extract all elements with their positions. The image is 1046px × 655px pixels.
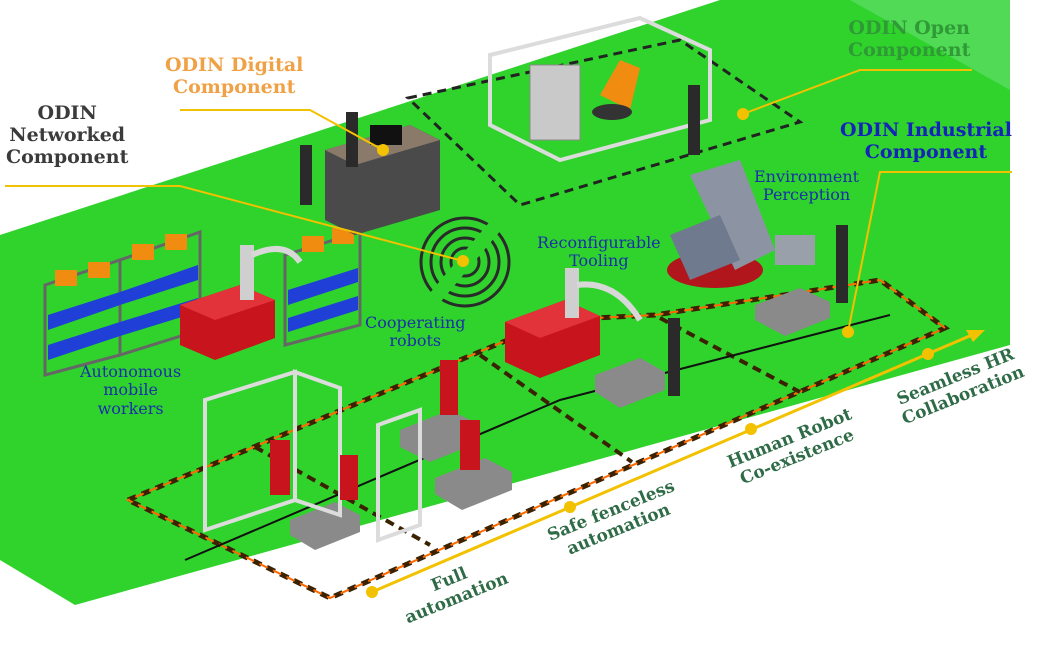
zone-divider-2 <box>478 353 634 464</box>
mobile-robot-left <box>180 245 303 360</box>
environment-line-2: Perception <box>762 185 851 205</box>
open-zone-border <box>404 38 804 207</box>
cooperating-line-2: robots <box>389 331 442 351</box>
leader-digital <box>180 109 384 151</box>
progression-arrowhead-icon <box>966 330 985 342</box>
leader-open <box>742 69 972 115</box>
networked-line-3: Component <box>6 145 129 168</box>
networked-line-2: Networked <box>9 123 126 146</box>
leader-lines <box>5 69 1012 333</box>
floor-haze <box>720 0 1010 90</box>
storage-racks <box>43 228 362 377</box>
progression-dot-fenceless <box>564 501 576 513</box>
mobile-robot-center <box>505 268 643 378</box>
cooperating-robots-label: Cooperating robots <box>365 313 466 351</box>
wireless-signal-icon <box>419 216 511 308</box>
cooperating-line-1: Cooperating <box>365 313 466 332</box>
progression-dot-full <box>366 586 378 598</box>
industrial-line-2: Component <box>864 140 988 163</box>
digital-component-label: ODIN Digital Component <box>165 54 304 99</box>
reconfigurable-tooling-label: Reconfigurable Tooling <box>537 233 661 271</box>
mobile-line-1: Autonomous <box>80 362 182 381</box>
environment-line-1: Environment <box>754 167 860 186</box>
open-cell-equipment <box>529 60 640 141</box>
leader-industrial <box>847 171 1012 333</box>
digital-line-1: ODIN Digital <box>165 54 304 76</box>
autonomous-mobile-workers-label: Autonomous mobile workers <box>80 362 182 418</box>
mobile-line-3: workers <box>97 398 164 418</box>
open-line-2: Component <box>848 38 971 61</box>
large-industrial-robot <box>667 160 815 288</box>
tooling-line-1: Reconfigurable <box>537 233 661 252</box>
tooling-line-2: Tooling <box>569 251 629 271</box>
factory-floor <box>0 0 1010 605</box>
progression-arrow-line <box>371 333 973 594</box>
networked-component-label: ODIN Networked Component <box>6 102 129 169</box>
mobile-line-2: mobile <box>103 380 158 400</box>
environment-perception-label: Environment Perception <box>754 167 860 205</box>
industrial-component-label: ODIN Industrial Component <box>840 119 1012 164</box>
zone-divider-3 <box>659 316 801 394</box>
industrial-robots <box>270 360 480 500</box>
progression-dot-seamless <box>922 348 934 360</box>
progression-dot-coexistence <box>745 423 757 435</box>
leader-networked <box>5 185 464 262</box>
robot-fence-cells <box>203 15 712 543</box>
open-component-label: ODIN Open Component <box>848 17 971 62</box>
networked-line-1: ODIN <box>37 102 97 124</box>
leader-dots <box>377 108 854 338</box>
digital-line-2: Component <box>173 75 296 98</box>
industrial-line-1: ODIN Industrial <box>840 119 1012 141</box>
open-line-1: ODIN Open <box>848 17 970 39</box>
workers <box>300 85 848 396</box>
